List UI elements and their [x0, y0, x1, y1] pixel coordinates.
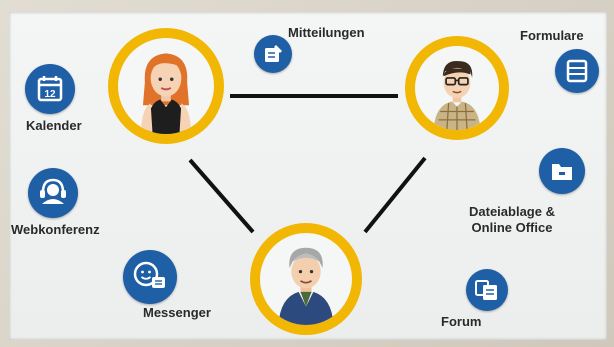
label-formulare: Formulare	[520, 28, 584, 43]
connector-man-to-elder	[363, 156, 427, 234]
label-forum: Forum	[441, 314, 482, 329]
connector-woman-to-elder	[188, 158, 255, 234]
forum-icon[interactable]	[466, 269, 508, 311]
calendar-icon[interactable]: 12	[25, 64, 75, 114]
folder-icon[interactable]	[539, 148, 585, 194]
headset-icon[interactable]	[28, 168, 78, 218]
person-avatar-man-glasses	[405, 36, 509, 140]
older-man-avatar-icon	[278, 247, 334, 325]
label-messenger: Messenger	[143, 305, 211, 320]
label-kalender: Kalender	[26, 118, 82, 133]
label-webkonferenz: Webkonferenz	[11, 222, 100, 237]
note-edit-icon[interactable]	[254, 35, 292, 73]
label-dateiablage-line1: Dateiablage &	[469, 204, 555, 219]
chat-icon[interactable]	[123, 250, 177, 304]
man-glasses-avatar-icon	[433, 60, 481, 130]
person-avatar-woman	[108, 28, 224, 144]
form-list-icon[interactable]	[555, 49, 599, 93]
label-dateiablage: Dateiablage & Online Office	[452, 204, 572, 236]
label-dateiablage-line2: Online Office	[471, 220, 553, 235]
label-mitteilungen: Mitteilungen	[288, 25, 365, 40]
woman-avatar-icon	[141, 53, 191, 134]
person-avatar-older-man	[250, 223, 362, 335]
svg-text:12: 12	[44, 89, 56, 100]
